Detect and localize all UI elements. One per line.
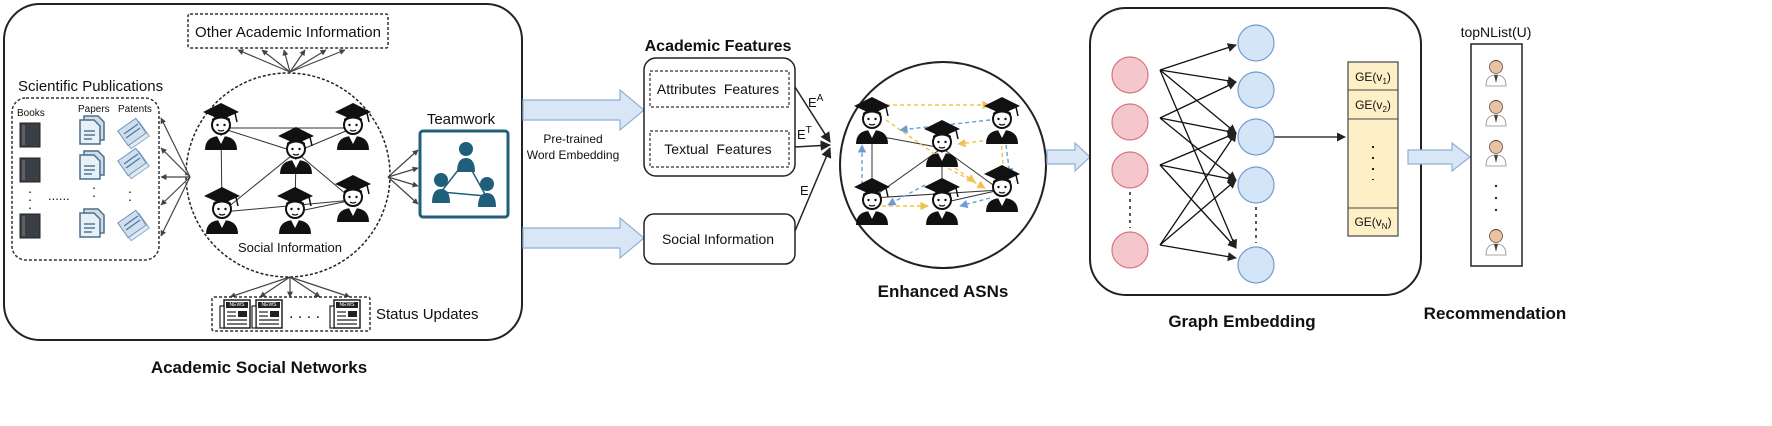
fan-left-arrows: [160, 117, 191, 237]
hidden-node: [1237, 118, 1275, 156]
attributes-box: [649, 70, 790, 108]
hidden-node: [1237, 166, 1275, 204]
news-mark: NEWS: [340, 302, 356, 308]
fan-right-arrows: [387, 149, 419, 205]
patents-label: Patents: [118, 104, 152, 115]
pretrained-label-1: Pre-trained: [543, 132, 602, 146]
teamwork-icon: [432, 142, 496, 207]
recommendation-title: Recommendation: [1424, 304, 1567, 323]
hidden-node: [1237, 24, 1275, 62]
ge-item-1: GE(v1): [1355, 70, 1391, 86]
thick-arrow-upper: [522, 88, 645, 132]
vertical-dots: ·: [128, 183, 133, 199]
social-info-label: Social Information: [238, 240, 342, 255]
thick-arrow-to-recommendation: [1407, 141, 1471, 173]
sci-pubs-label: Scientific Publications: [18, 78, 163, 95]
ge-column: [1347, 61, 1399, 237]
input-node: [1111, 151, 1149, 189]
pretrained-label-2: Word Embedding: [527, 148, 620, 162]
ge-item-2: GE(v2): [1355, 98, 1391, 114]
vertical-dots: ·: [28, 183, 33, 199]
hidden-node: [1237, 246, 1275, 284]
textual-box: [649, 130, 790, 168]
input-node: [1111, 231, 1149, 269]
paper-icon: [79, 115, 105, 145]
book-icon: [19, 122, 41, 148]
topn-list-label: topNList(U): [1461, 24, 1532, 40]
news-mark: NEWS: [230, 302, 246, 308]
attributes-label: Attributes Features: [657, 81, 779, 97]
textual-label: Textual Features: [664, 141, 771, 157]
other-info-label: Other Academic Information: [195, 24, 381, 41]
vertical-dots: ·: [28, 191, 33, 207]
input-node: [1111, 56, 1149, 94]
vertical-dots: ·: [92, 179, 97, 195]
fan-down-arrows: [229, 276, 351, 299]
thick-arrow-lower: [522, 216, 645, 260]
hidden-node: [1237, 71, 1275, 109]
teamwork-label: Teamwork: [427, 111, 496, 128]
vertical-dots: ·: [92, 187, 97, 203]
books-label: Books: [17, 108, 45, 119]
thick-arrow-to-embedding: [1046, 141, 1091, 173]
book-icon: [19, 157, 41, 183]
vertical-dots: ·: [28, 199, 33, 215]
academic-features-title: Academic Features: [645, 38, 792, 55]
asn-title: Academic Social Networks: [151, 358, 367, 377]
nn-edges: [1159, 43, 1346, 262]
papers-label: Papers: [78, 104, 110, 115]
et-label: ET: [797, 125, 812, 142]
fan-up-arrows: [237, 49, 346, 73]
embedding-arrows: [794, 86, 832, 232]
status-dots: . . . .: [289, 305, 320, 322]
dots-row: ......: [48, 188, 70, 203]
vertical-dots: ·: [128, 191, 133, 207]
paper-icon: [79, 150, 105, 180]
e-label: E: [800, 183, 809, 198]
status-updates-label: Status Updates: [376, 306, 479, 323]
social-info-box-label: Social Information: [662, 231, 774, 247]
book-icon: [19, 213, 41, 239]
graph-embedding-title: Graph Embedding: [1168, 312, 1315, 331]
input-node: [1111, 103, 1149, 141]
paper-icon: [79, 208, 105, 238]
enhanced-asn-title: Enhanced ASNs: [878, 282, 1009, 301]
social-info-box: [643, 213, 796, 265]
ge-item-n: GE(vN): [1354, 215, 1391, 231]
other-info-box: [187, 13, 389, 49]
news-mark: NEWS: [262, 302, 278, 308]
ea-label: EA: [808, 93, 824, 110]
